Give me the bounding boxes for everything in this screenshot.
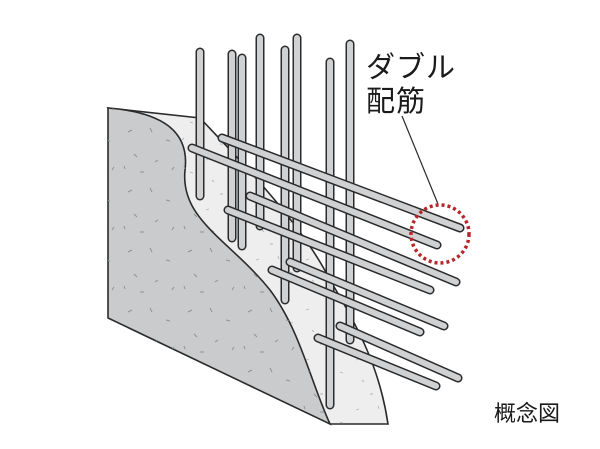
horizontal-rebar-3 <box>247 193 459 285</box>
diagram-caption: 概念図 <box>494 402 561 427</box>
highlight-circle <box>409 203 471 265</box>
horizontal-rebar-7 <box>337 323 461 381</box>
horizontal-rebar-8 <box>315 335 439 389</box>
horizontal-rebar-2 <box>189 145 440 248</box>
horizontal-rebar-5 <box>287 259 447 329</box>
callout-label-line1: ダブル <box>366 50 457 84</box>
horizontal-rebar-6 <box>269 267 423 335</box>
callout-label-line2: 配筋 <box>366 84 427 118</box>
concrete-wall <box>106 107 389 426</box>
horizontal-rebar-4 <box>225 207 433 293</box>
callout-leader-line <box>401 115 439 205</box>
